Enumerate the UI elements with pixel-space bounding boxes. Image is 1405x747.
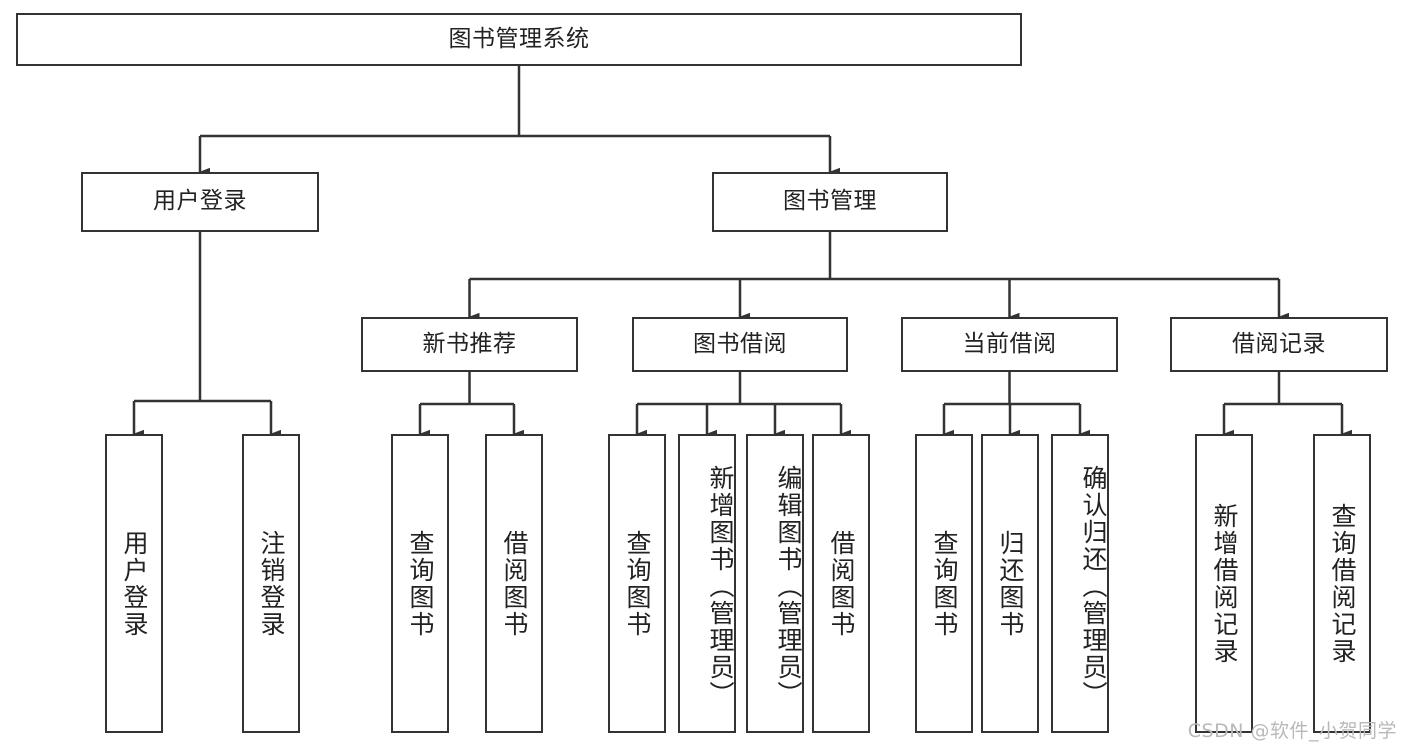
node-label: 图书管理 — [783, 188, 877, 215]
node-records[interactable]: 借阅记录 — [1170, 317, 1388, 372]
node-label: 新增借阅记录 — [1210, 502, 1239, 665]
node-cu_return[interactable]: 归还图书 — [981, 434, 1039, 733]
node-label: 注销登录 — [257, 529, 286, 638]
edge-paths — [132, 66, 1352, 439]
node-label: 当前借阅 — [962, 330, 1057, 357]
node-borrow[interactable]: 图书借阅 — [632, 317, 848, 372]
node-bo_lend[interactable]: 借阅图书 — [812, 434, 870, 733]
node-cu_confirm[interactable]: 确认归还（管理员） — [1051, 434, 1109, 733]
node-label: 新增图书（管理员） — [706, 465, 735, 708]
node-current[interactable]: 当前借阅 — [901, 317, 1118, 372]
node-leaf_login[interactable]: 用户登录 — [105, 434, 163, 733]
node-label: 图书借阅 — [693, 330, 787, 357]
node-label: 用户登录 — [153, 188, 247, 215]
node-label: 新书推荐 — [422, 330, 517, 357]
node-bo_add[interactable]: 新增图书（管理员） — [678, 434, 736, 733]
node-nr_query[interactable]: 查询图书 — [391, 434, 449, 733]
node-label: 图书管理系统 — [448, 25, 590, 52]
node-re_add[interactable]: 新增借阅记录 — [1195, 434, 1253, 733]
node-label: 借阅图书 — [827, 529, 856, 638]
csdn-watermark: CSDN @软件_小贺同学 — [1187, 720, 1397, 742]
node-label: 查询图书 — [623, 529, 652, 638]
node-bo_edit[interactable]: 编辑图书（管理员） — [746, 434, 804, 733]
node-label: 查询图书 — [406, 529, 435, 638]
node-label: 编辑图书（管理员） — [774, 465, 803, 708]
node-new_rec[interactable]: 新书推荐 — [361, 317, 578, 372]
node-label: 归还图书 — [996, 529, 1025, 638]
node-leaf_logout[interactable]: 注销登录 — [242, 434, 300, 733]
node-label: 借阅记录 — [1232, 330, 1326, 357]
node-label: 借阅图书 — [500, 529, 529, 638]
node-book_mgmt[interactable]: 图书管理 — [712, 172, 948, 232]
node-re_query[interactable]: 查询借阅记录 — [1313, 434, 1371, 733]
node-label: 用户登录 — [120, 529, 149, 638]
node-label: 查询图书 — [930, 529, 959, 638]
node-bo_query[interactable]: 查询图书 — [608, 434, 666, 733]
node-user_login[interactable]: 用户登录 — [81, 172, 319, 232]
node-root[interactable]: 图书管理系统 — [16, 13, 1022, 66]
node-cu_query[interactable]: 查询图书 — [915, 434, 973, 733]
node-label: 确认归还（管理员） — [1079, 465, 1108, 708]
node-label: 查询借阅记录 — [1328, 502, 1357, 665]
node-nr_borrow[interactable]: 借阅图书 — [485, 434, 543, 733]
